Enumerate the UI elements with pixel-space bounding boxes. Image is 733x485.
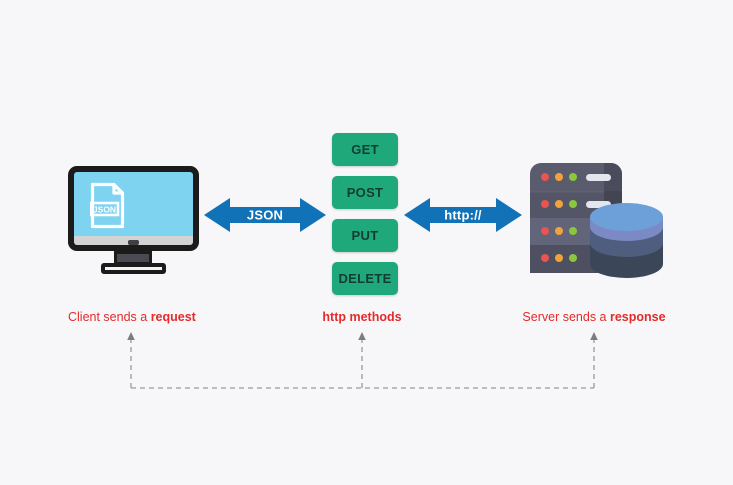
method-label: GET xyxy=(351,142,379,157)
connector-arrowhead-center xyxy=(358,332,366,340)
client-caption-emphasis: request xyxy=(150,310,196,324)
connector-arrowhead-right xyxy=(590,332,598,340)
method-label: PUT xyxy=(351,228,379,243)
methods-caption: http methods xyxy=(322,310,401,324)
server-caption-prefix: Server sends a xyxy=(522,310,610,324)
method-box-put[interactable]: PUT xyxy=(332,219,398,252)
server-caption-emphasis: response xyxy=(609,310,666,324)
server-rack xyxy=(530,163,663,279)
connector-arrowhead-left xyxy=(127,332,135,340)
methods-caption-text: http methods xyxy=(322,310,402,324)
monitor-base xyxy=(101,263,166,274)
method-box-post[interactable]: POST xyxy=(332,176,398,209)
method-label: POST xyxy=(346,185,384,200)
database-cylinder xyxy=(590,203,663,278)
json-file-icon-label: JSON xyxy=(93,205,116,215)
client-caption-prefix: Client sends a xyxy=(68,310,151,324)
json-arrow: JSON xyxy=(204,196,326,234)
http-arrow: http:// xyxy=(404,196,522,234)
method-box-get[interactable]: GET xyxy=(332,133,398,166)
monitor-power-button xyxy=(128,240,139,245)
client-caption: Client sends a request xyxy=(68,310,196,324)
server-caption: Server sends a response xyxy=(522,310,665,324)
flow-connector xyxy=(125,330,600,392)
method-label: DELETE xyxy=(338,271,392,286)
server-rack-svg xyxy=(530,163,663,278)
flow-connector-svg xyxy=(127,332,598,389)
json-file-icon: JSON xyxy=(89,182,125,229)
http-arrow-svg xyxy=(404,198,522,232)
json-arrow-svg xyxy=(204,198,326,232)
method-box-delete[interactable]: DELETE xyxy=(332,262,398,295)
json-file-icon-svg: JSON xyxy=(89,182,125,229)
